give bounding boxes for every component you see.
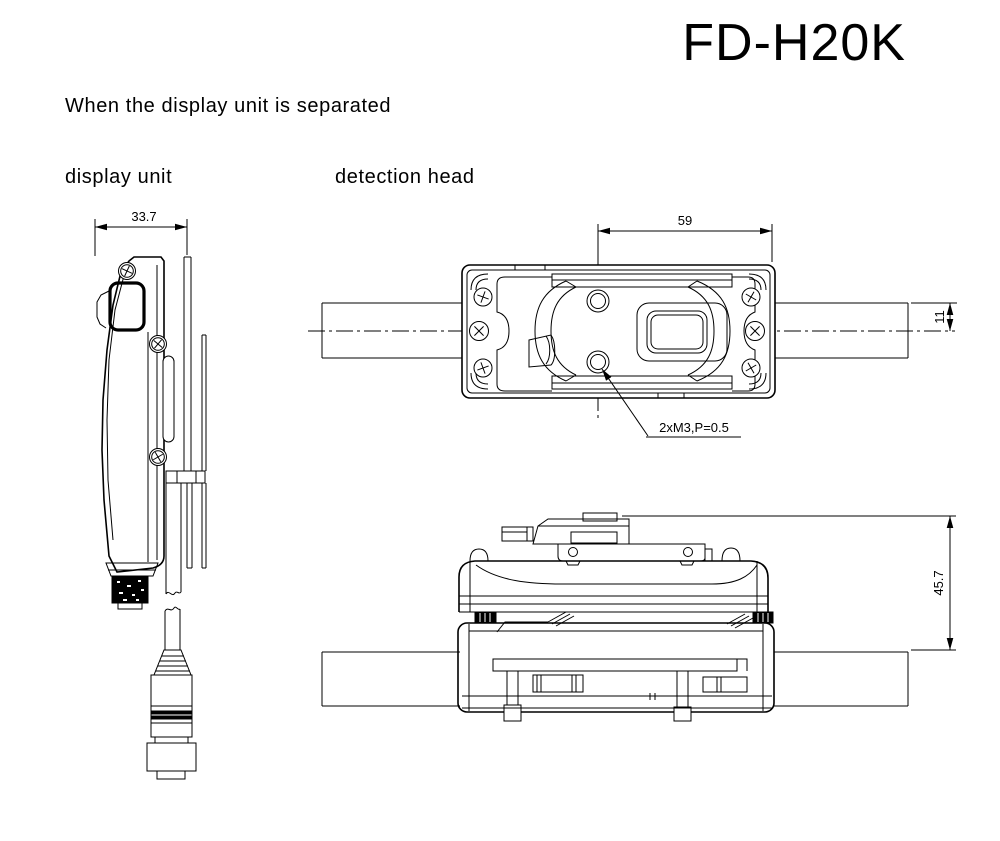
pipe-right-side-view	[774, 651, 909, 707]
dim-text-display-width: 33.7	[131, 209, 156, 224]
head-upper-shell-side-view	[458, 547, 774, 633]
pipe-left-top-view	[321, 302, 462, 359]
head-lower-shell-side-view	[457, 622, 775, 722]
screw-bottom-left-icon	[473, 358, 493, 378]
display-unit-dimension-width: 33.7	[94, 209, 188, 256]
head-dimension-width: 59	[597, 213, 773, 262]
screw-bottom-right-icon	[741, 358, 761, 378]
dim-text-head-height: 45.7	[931, 570, 946, 595]
display-unit-cable	[165, 483, 182, 596]
pipe-dimension-offset: 11	[911, 302, 957, 331]
screw-note-callout: 2xM3,P=0.5	[601, 368, 741, 438]
connector-plug	[146, 606, 197, 780]
pipe-right-top-view	[775, 302, 909, 359]
screw-note-text: 2xM3,P=0.5	[659, 420, 729, 435]
dim-text-head-width: 59	[678, 213, 692, 228]
head-connector-assembly-side-view	[501, 512, 713, 566]
display-side-screw-lower-icon	[149, 448, 167, 466]
detection-head-side-view: 45.7	[321, 512, 956, 722]
display-top-screw-icon	[118, 262, 136, 280]
screw-mid-left-icon	[469, 321, 489, 341]
display-side-screw-upper-icon	[149, 335, 167, 353]
label-display-unit: display unit	[65, 166, 173, 188]
subtitle: When the display unit is separated	[65, 95, 392, 117]
threaded-hole-upper	[586, 289, 610, 313]
threaded-hole-lower	[586, 350, 610, 374]
page-title: FD-H20K	[682, 14, 906, 72]
display-unit-body	[96, 256, 165, 573]
display-unit-bottom-connector	[105, 562, 159, 610]
display-unit-side-rail	[149, 256, 207, 569]
display-unit-drawing: 33.7	[94, 209, 207, 780]
pipe-left-side-view	[321, 651, 460, 707]
head-body-top-view	[461, 264, 776, 399]
display-window-boot	[108, 281, 146, 332]
detection-head-top-view: 59 11 2xM3,P=0.5	[308, 213, 957, 438]
screw-mid-right-icon	[745, 321, 765, 341]
screw-top-left-icon	[473, 287, 493, 307]
head-clamp-mechanism-top-view	[528, 273, 733, 390]
label-detection-head: detection head	[335, 166, 475, 188]
screw-top-right-icon	[741, 287, 761, 307]
dim-text-pipe-offset: 11	[932, 310, 947, 324]
head-screws-top-view	[469, 287, 765, 378]
head-dimension-height: 45.7	[622, 515, 956, 651]
